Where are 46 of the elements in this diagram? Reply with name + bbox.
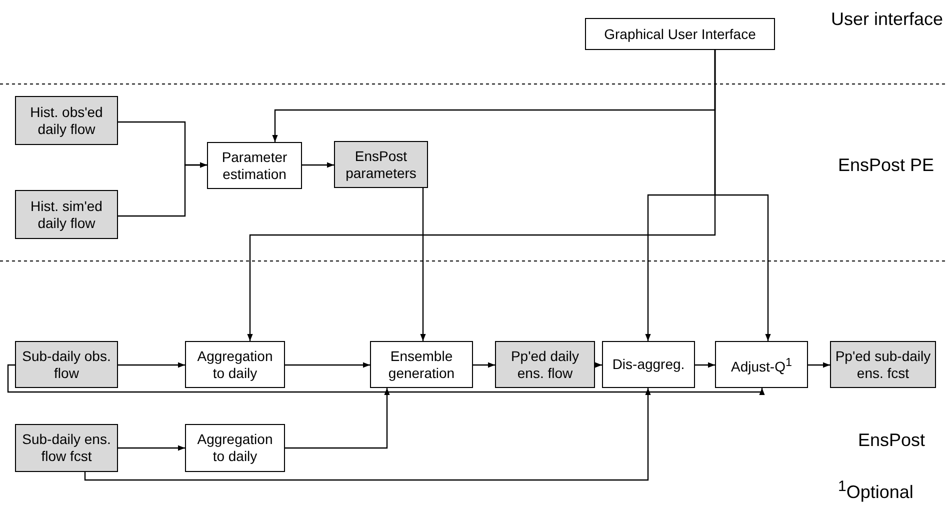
process-box (185, 341, 285, 388)
node-label: Adjust-Q$^{1}$ (731, 354, 792, 376)
arrow (595, 362, 602, 368)
arrow (118, 362, 185, 368)
arrow (84, 388, 651, 481)
process-box (370, 341, 473, 388)
arrow (285, 388, 390, 449)
data-box (15, 341, 118, 388)
section-label: EnsPost (858, 429, 926, 451)
data-box (15, 190, 118, 239)
node-label: Ensemble generation (387, 348, 456, 382)
process-box (715, 341, 808, 388)
arrow (808, 362, 830, 368)
node-label: Graphical User Interface (604, 26, 756, 42)
data-box (495, 341, 595, 388)
data-box (334, 141, 428, 188)
node-label: Sub-daily obs. flow (21, 348, 112, 382)
arrow (473, 362, 495, 368)
node-label: Dis-aggreg. (612, 356, 685, 373)
arrow (7, 364, 765, 395)
footnote: $^{1}$Optional (838, 477, 914, 503)
process-box (207, 142, 302, 189)
node-label: Pp'ed daily ens. flow (510, 348, 580, 382)
node-label: Parameter estimation (220, 148, 288, 182)
node-label: Hist. obs'ed daily flow (29, 104, 104, 138)
arrow (695, 362, 715, 368)
process-box (602, 341, 695, 388)
data-box (15, 424, 118, 472)
node-label: EnsPost parameters (344, 148, 418, 182)
node-label: Hist. sim'ed daily flow (30, 198, 104, 232)
data-box (830, 341, 936, 388)
section-label: EnsPost PE (838, 154, 936, 176)
arrow (420, 188, 426, 341)
process-box (185, 424, 285, 472)
arrow (714, 50, 771, 341)
arrow (302, 162, 334, 168)
arrow (118, 445, 185, 451)
arrow (285, 362, 370, 368)
data-box (15, 96, 118, 145)
process-box (585, 18, 775, 50)
node-label: Sub-daily ens. flow fcst (21, 431, 112, 465)
section-label: User interface (830, 8, 943, 30)
arrow (118, 162, 207, 217)
node-label: Pp'ed sub-daily ens. fcst (835, 348, 931, 382)
node-label: Aggregation to daily (196, 431, 274, 465)
node-label: Aggregation to daily (196, 348, 274, 382)
